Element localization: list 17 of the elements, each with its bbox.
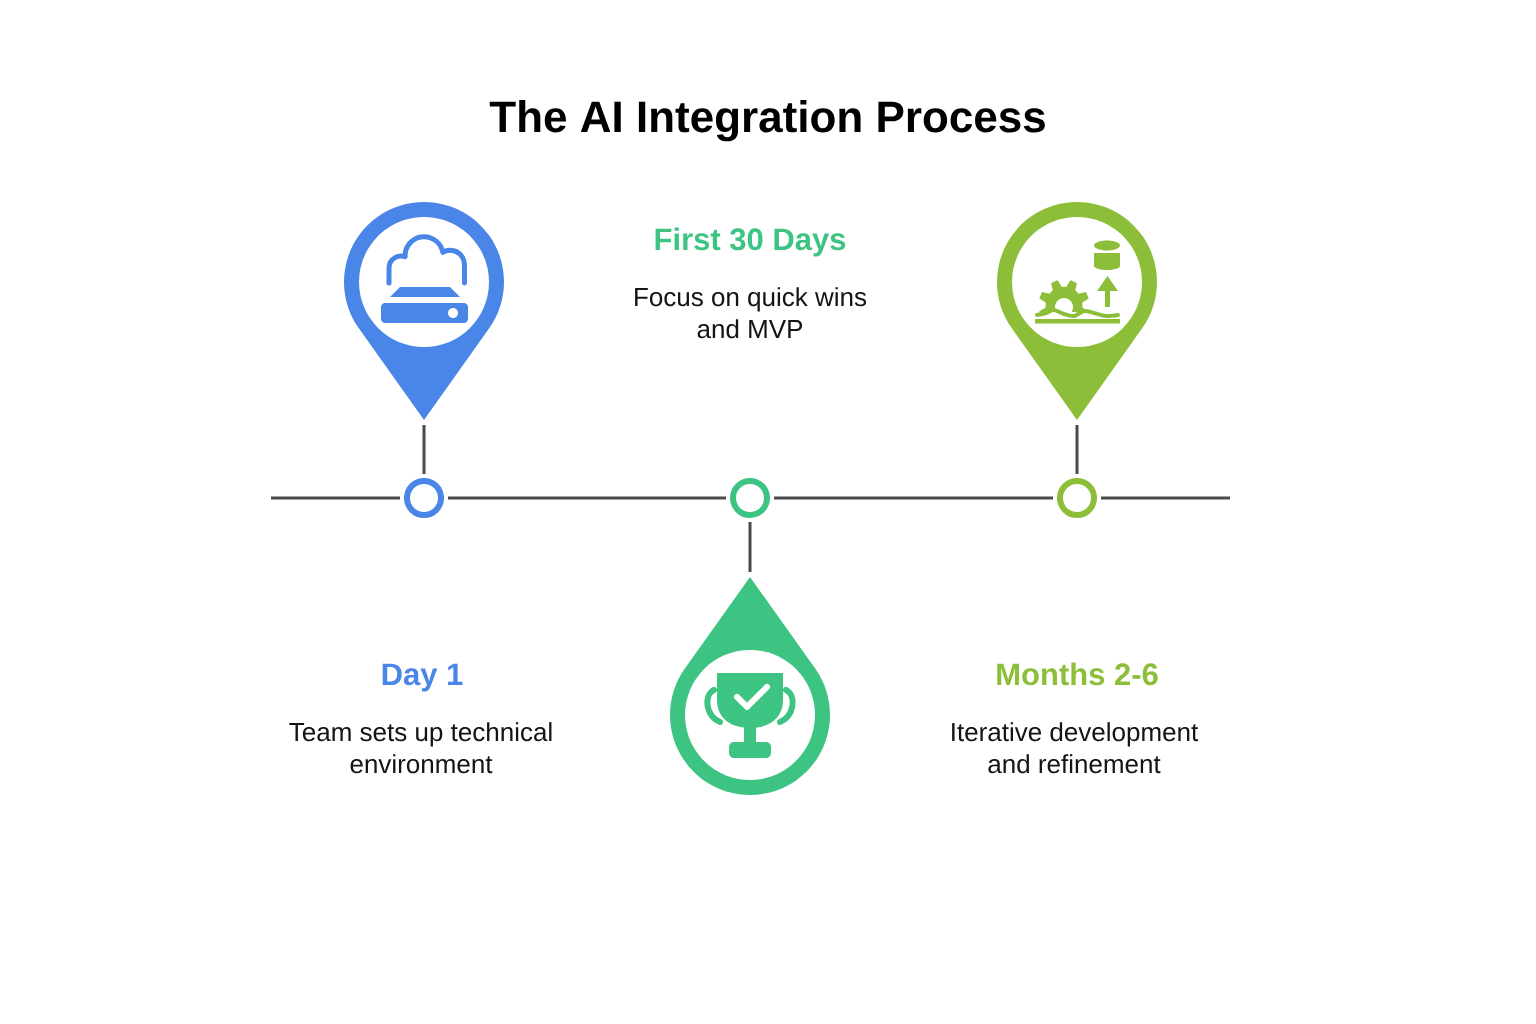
connector-line [422,425,426,474]
stage-description: Iterative development and refinement [952,722,1199,774]
timeline-line [271,496,400,500]
ring-marker [730,478,770,518]
timeline-line [448,496,726,500]
stage-heading: Day 1 [382,663,463,692]
stage-description: Team sets up technical environment [289,722,552,774]
stage-heading: First 30 Days [655,227,846,257]
ring-marker [1057,478,1097,518]
connector-line [1075,425,1079,474]
timeline-line [1101,496,1230,500]
ring-marker [404,478,444,518]
stage-description: Focus on quick wins and MVP [635,287,867,339]
timeline-line [774,496,1053,500]
connector-line [748,522,752,572]
title: The AI Integration Process [489,100,1045,142]
stage-heading: Months 2-6 [997,662,1158,686]
